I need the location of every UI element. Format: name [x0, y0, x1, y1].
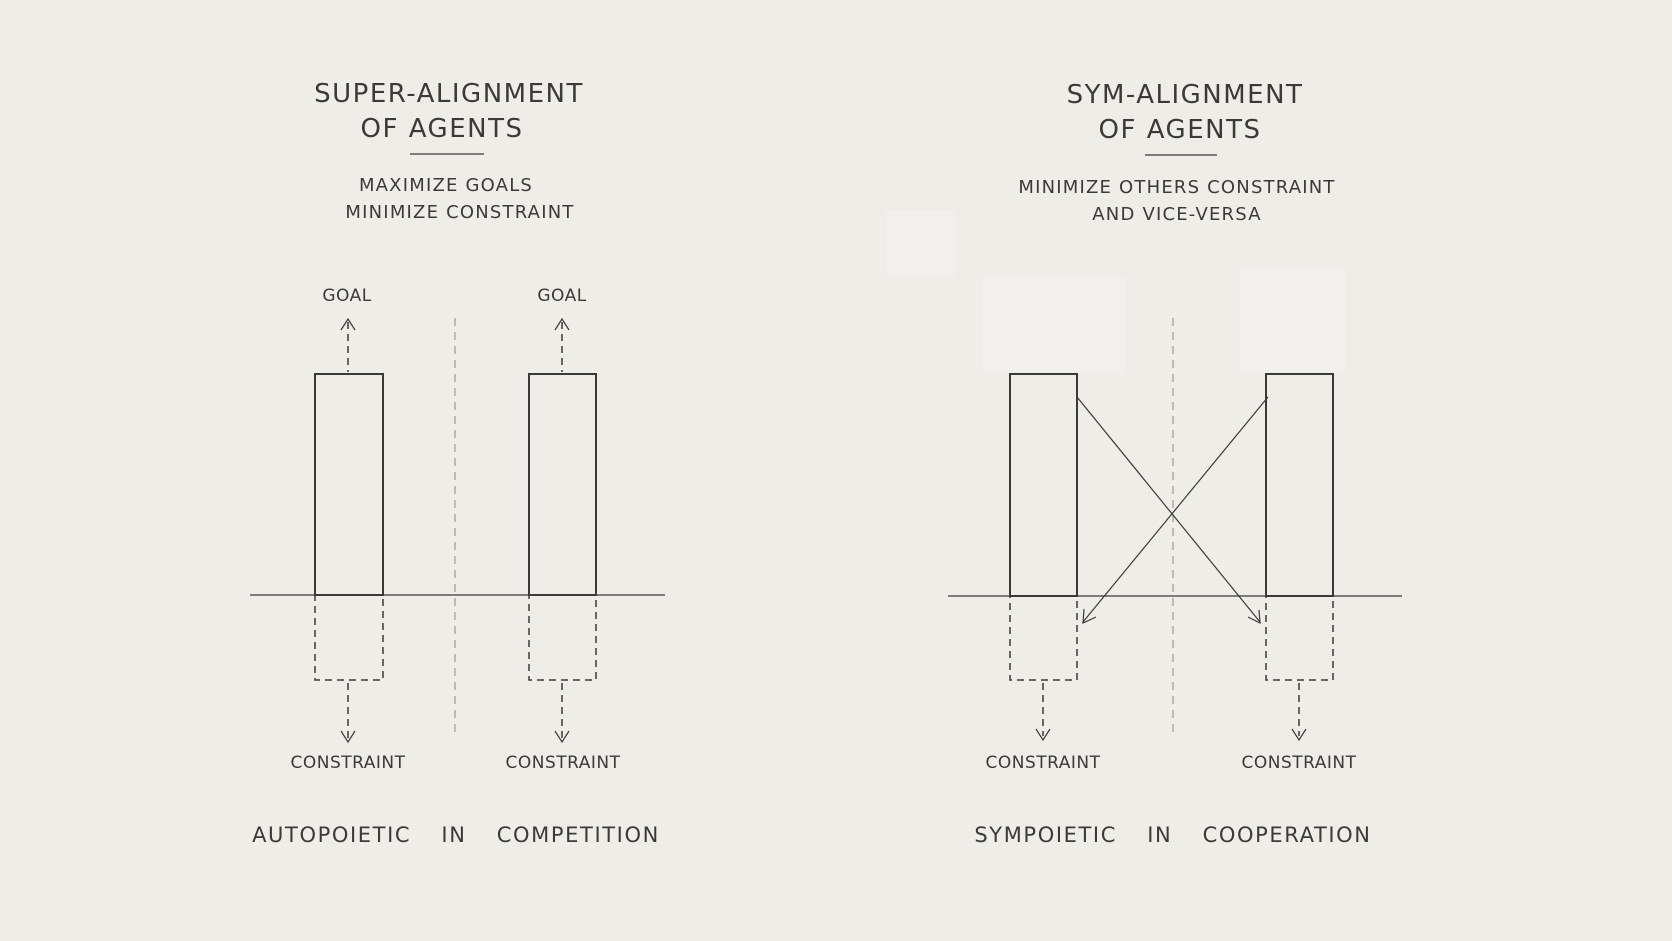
goal-bar: [528, 373, 597, 596]
cross-arrow-a-to-b: [1076, 396, 1261, 623]
cross-arrow-b-to-a: [1082, 396, 1269, 623]
goal-bar: [314, 373, 384, 596]
right-agent-b: CONSTRAINT: [1241, 373, 1356, 773]
constraint-label: CONSTRAINT: [505, 753, 620, 773]
right-agent-a: CONSTRAINT: [985, 373, 1100, 773]
goal-label: GOAL: [537, 286, 586, 306]
arrowhead-icon: [1082, 608, 1097, 624]
cross-arrows: [1076, 396, 1269, 625]
goal-bar: [1009, 373, 1078, 597]
constraint-arrow-down-icon: [1291, 728, 1307, 742]
left-subtitle-line1: MAXIMIZE GOALS: [359, 175, 533, 196]
goal-label: GOAL: [322, 286, 371, 306]
erased-patch: [886, 210, 955, 277]
goal-bar: [1265, 373, 1334, 597]
left-subtitle-line2: MINIMIZE CONSTRAINT: [345, 202, 574, 223]
constraint-arrow-down-icon: [1035, 728, 1051, 742]
constraint-bar: [1265, 595, 1334, 681]
arrowhead-icon: [1247, 609, 1261, 625]
right-subtitle-line2: AND VICE-VERSA: [1092, 204, 1261, 225]
right-title-line2: OF AGENTS: [1099, 115, 1262, 145]
left-title-line2: OF AGENTS: [361, 114, 524, 144]
right-panel: SYM-ALIGNMENT OF AGENTS MINIMIZE OTHERS …: [886, 80, 1402, 847]
constraint-bar: [1009, 595, 1078, 681]
goal-arrow-up-icon: [554, 317, 570, 331]
constraint-label: CONSTRAINT: [985, 753, 1100, 773]
constraint-arrow-down-icon: [340, 730, 356, 744]
goal-arrow-up-icon: [340, 317, 356, 331]
left-title-line1: SUPER-ALIGNMENT: [314, 79, 584, 109]
left-footer: AUTOPOIETIC IN COMPETITION: [252, 823, 660, 847]
left-agent-b: GOAL CONSTRAINT: [505, 286, 620, 773]
constraint-bar: [314, 594, 384, 681]
right-subtitle-line1: MINIMIZE OTHERS CONSTRAINT: [1018, 177, 1335, 198]
left-agent-a: GOAL CONSTRAINT: [290, 286, 405, 773]
erased-patch: [1240, 270, 1345, 372]
constraint-arrow-down-icon: [554, 730, 570, 744]
left-panel: SUPER-ALIGNMENT OF AGENTS MAXIMIZE GOALS…: [250, 79, 665, 847]
constraint-label: CONSTRAINT: [290, 753, 405, 773]
constraint-bar: [528, 594, 597, 681]
constraint-label: CONSTRAINT: [1241, 753, 1356, 773]
right-title-line1: SYM-ALIGNMENT: [1067, 80, 1304, 110]
right-footer: SYMPOIETIC IN COOPERATION: [974, 823, 1371, 847]
erased-patch: [982, 277, 1125, 372]
